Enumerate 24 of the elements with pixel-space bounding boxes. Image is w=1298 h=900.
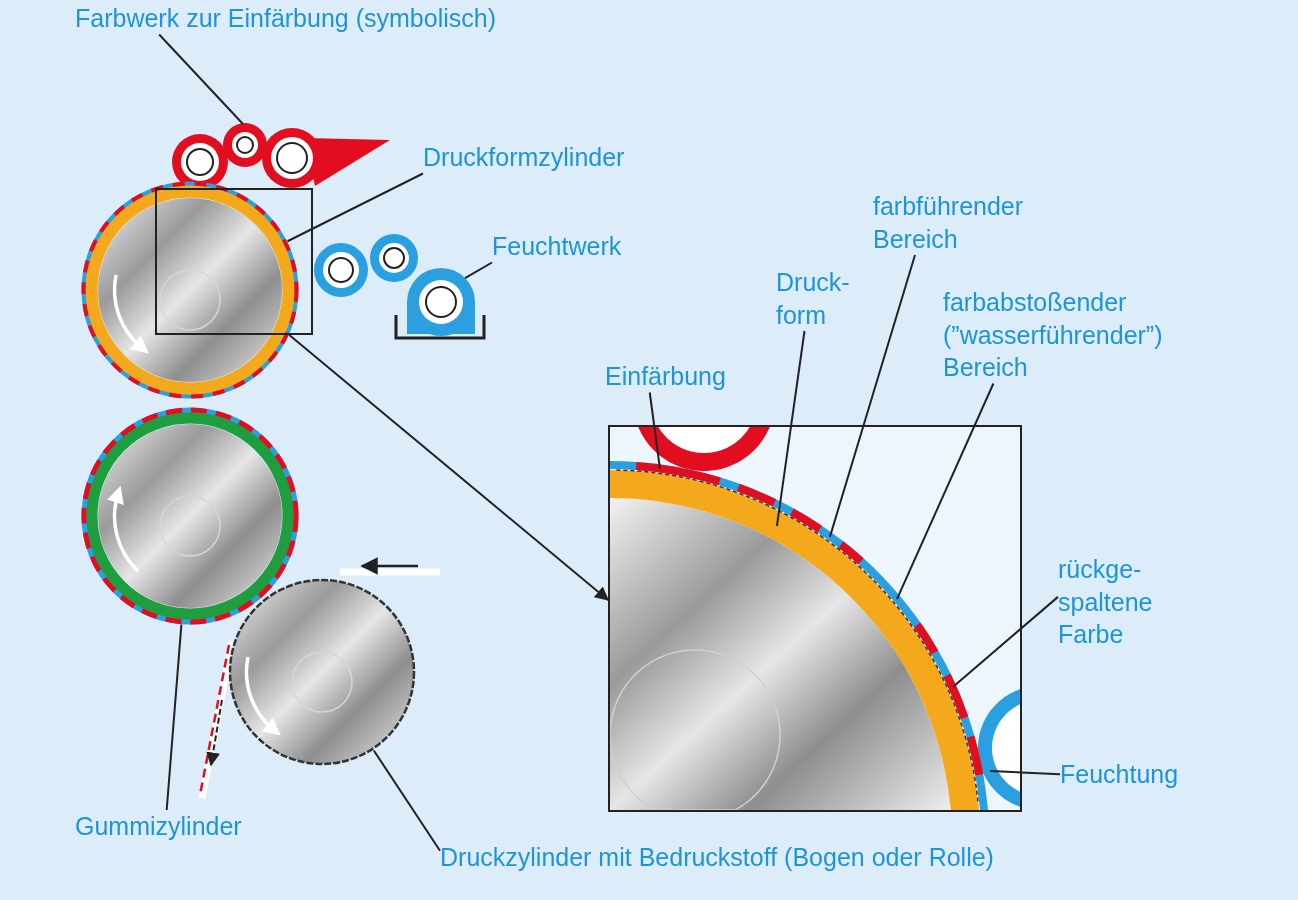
zoom-frame (155, 188, 313, 335)
part-label: Druckzylinder mit Bedruckstoff (Bogen oder Rolle) (440, 841, 994, 874)
leader-line (989, 770, 1061, 776)
part-label: farbabstoßender (”wasserführender”) Bereich (943, 286, 1195, 384)
part-label: Gummizylinder (75, 810, 242, 843)
leader-line (158, 33, 244, 125)
leader-line (895, 382, 995, 601)
leader-line (828, 254, 916, 538)
part-label: Einfärbung (605, 360, 726, 393)
leader-line (775, 330, 806, 527)
leader-line (372, 749, 441, 852)
part-label: Feuchtung (1060, 758, 1179, 791)
leader-line (464, 261, 493, 280)
part-label: farbführender Bereich (873, 190, 1083, 255)
part-label: Farbwerk zur Einfärbung (symbolisch) (75, 2, 496, 35)
arrow (288, 334, 610, 601)
leader-line (286, 172, 424, 243)
part-label: Druck- form (776, 266, 871, 331)
part-label: Druckformzylinder (423, 141, 625, 174)
leader-line (648, 391, 661, 470)
part-label: rückge- spaltene Farbe (1058, 553, 1193, 651)
leader-line (951, 595, 1059, 688)
leader-line (165, 623, 183, 811)
part-label: Feuchtwerk (492, 230, 622, 263)
